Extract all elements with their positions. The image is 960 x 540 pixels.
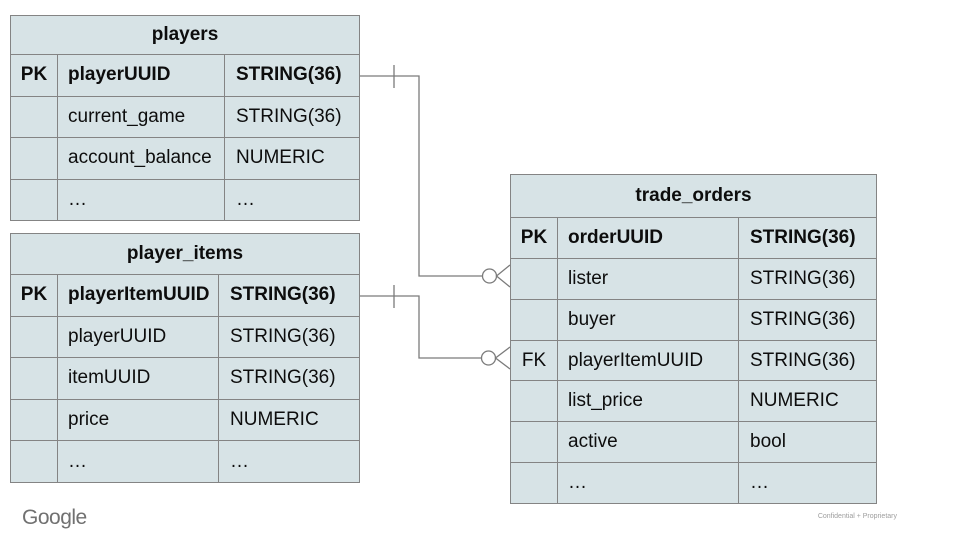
field-type-cell: bool <box>750 431 786 453</box>
key-cell <box>11 316 58 358</box>
field-type-cell: STRING(36) <box>236 64 342 86</box>
key-cell <box>511 299 558 340</box>
field-type-cell: … <box>230 450 249 472</box>
field-name-cell: buyer <box>558 299 739 340</box>
field-type-cell: STRING(36) <box>750 308 856 330</box>
field-name-cell: … <box>58 441 219 482</box>
table-row: account_balance NUMERIC <box>11 137 359 179</box>
key-cell: FK <box>511 340 558 381</box>
table-row: buyer STRING(36) <box>511 298 876 340</box>
field-name-cell: playerUUID <box>58 316 219 358</box>
table-row: PK orderUUID STRING(36) <box>511 217 876 258</box>
field-name-cell: account_balance <box>58 138 225 179</box>
key-cell <box>11 96 58 137</box>
google-logo: Google <box>22 506 87 529</box>
field-type-cell: NUMERIC <box>750 390 839 412</box>
key-cell <box>511 381 558 422</box>
table-row: price NUMERIC <box>11 398 359 441</box>
key-cell: PK <box>11 55 58 96</box>
confidential-note: Confidential + Proprietary <box>817 513 897 520</box>
table-row: active bool <box>511 421 876 463</box>
key-cell <box>511 422 558 463</box>
field-name-cell: lister <box>558 258 739 299</box>
field-type-cell: STRING(36) <box>750 226 856 248</box>
field-name-cell: orderUUID <box>558 218 739 258</box>
field-type-cell: STRING(36) <box>230 284 336 306</box>
field-type-cell: STRING(36) <box>750 349 856 371</box>
key-cell <box>11 399 58 441</box>
field-type-cell: STRING(36) <box>230 367 336 389</box>
table-row: … … <box>11 440 359 482</box>
cardinality-zero-circle <box>481 268 498 284</box>
table-row: … … <box>11 178 359 220</box>
table-title: trade_orders <box>635 185 752 206</box>
field-name-cell: price <box>58 399 219 441</box>
relationship-player-items-trade-orders <box>360 285 511 370</box>
field-name-cell: current_game <box>58 96 225 137</box>
key-cell: PK <box>11 275 58 316</box>
field-name-cell: list_price <box>558 381 739 422</box>
key-cell <box>11 179 58 220</box>
key-cell <box>511 463 558 504</box>
field-type-cell: STRING(36) <box>236 105 342 127</box>
field-name-cell: … <box>558 463 739 504</box>
table-row: playerUUID STRING(36) <box>11 315 359 358</box>
field-name-cell: playerItemUUID <box>58 275 219 316</box>
field-type-cell: … <box>750 472 769 494</box>
field-type-cell: STRING(36) <box>230 325 336 347</box>
field-name-cell: itemUUID <box>58 358 219 399</box>
field-name-cell: … <box>58 179 225 220</box>
table-title: player_items <box>126 243 244 264</box>
table-row: FK playerItemUUID STRING(36) <box>511 339 876 381</box>
crow-foot-icon <box>494 346 511 370</box>
field-name-cell: active <box>558 422 739 463</box>
crow-foot-icon <box>495 264 511 288</box>
field-type-cell: … <box>236 188 255 210</box>
field-type-cell: NUMERIC <box>236 147 325 169</box>
field-name-cell: playerUUID <box>58 55 225 96</box>
key-cell <box>11 358 58 399</box>
entity-table-players: players PK playerUUID STRING(36) current… <box>10 15 360 221</box>
relationship-line <box>360 295 481 359</box>
table-title: players <box>151 24 219 45</box>
table-row: PK playerItemUUID STRING(36) <box>11 274 359 316</box>
entity-table-player-items: player_items PK playerItemUUID STRING(36… <box>10 233 360 483</box>
table-row: current_game STRING(36) <box>11 95 359 137</box>
key-cell <box>11 441 58 482</box>
key-cell <box>511 258 558 299</box>
field-type-cell: NUMERIC <box>230 409 319 431</box>
table-row: lister STRING(36) <box>511 257 876 299</box>
field-name-cell: playerItemUUID <box>558 340 739 381</box>
entity-table-trade-orders: trade_orders PK orderUUID STRING(36) lis… <box>510 174 877 504</box>
relationship-line <box>360 75 482 277</box>
cardinality-zero-circle <box>480 350 497 366</box>
key-cell <box>11 138 58 179</box>
relationship-players-trade-orders <box>360 65 511 288</box>
table-row: list_price NUMERIC <box>511 380 876 422</box>
table-row: … … <box>511 462 876 504</box>
table-row: PK playerUUID STRING(36) <box>11 54 359 96</box>
key-cell: PK <box>511 218 558 258</box>
table-row: itemUUID STRING(36) <box>11 357 359 399</box>
field-type-cell: STRING(36) <box>750 267 856 289</box>
